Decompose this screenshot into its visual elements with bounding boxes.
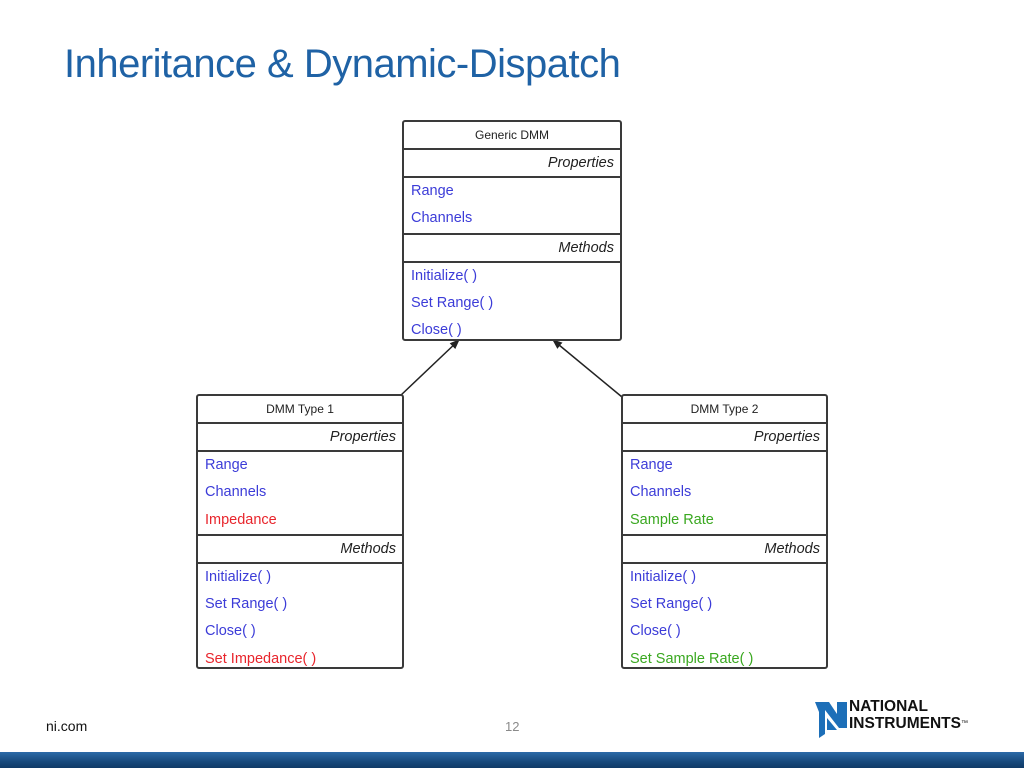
class-name: Generic DMM	[404, 122, 620, 150]
property-item: Channels	[411, 210, 473, 227]
properties-list: Range Channels Impedance	[198, 452, 402, 536]
properties-list: Range Channels Sample Rate	[623, 452, 826, 536]
method-item: Set Range( )	[205, 596, 288, 613]
class-name: DMM Type 2	[623, 396, 826, 424]
method-item: Close( )	[205, 623, 256, 640]
property-item: Range	[205, 457, 248, 473]
bottom-bar	[0, 752, 1024, 768]
property-item: Channels	[205, 484, 267, 501]
methods-list: Initialize( ) Set Range( ) Close( ) Set …	[623, 564, 826, 673]
methods-header: Methods	[198, 536, 402, 564]
methods-list: Initialize( ) Set Range( ) Close( )	[404, 263, 620, 345]
method-item: Set Range( )	[411, 294, 494, 311]
slide-title: Inheritance & Dynamic-Dispatch	[64, 42, 621, 86]
class-dmm-type-2: DMM Type 2 Properties Range Channels Sam…	[621, 394, 828, 669]
property-item: Range	[630, 457, 673, 473]
edge-type1-to-generic	[399, 339, 460, 397]
logo-wordmark: NATIONAL INSTRUMENTS™	[849, 698, 968, 732]
method-item: Close( )	[630, 623, 681, 640]
logo-line-2-wrap: INSTRUMENTS™	[849, 715, 968, 732]
method-item-added: Set Impedance( )	[205, 650, 317, 667]
method-item: Initialize( )	[205, 568, 272, 585]
properties-header: Properties	[623, 424, 826, 452]
logo-line-2: INSTRUMENTS	[849, 715, 961, 732]
class-generic-dmm: Generic DMM Properties Range Channels Me…	[402, 120, 622, 341]
edge-type2-to-generic	[552, 339, 623, 398]
methods-list: Initialize( ) Set Range( ) Close( ) Set …	[198, 564, 402, 673]
properties-list: Range Channels	[404, 178, 620, 235]
property-item: Channels	[630, 484, 692, 501]
eagle-logo-icon	[815, 702, 847, 738]
methods-header: Methods	[623, 536, 826, 564]
class-name: DMM Type 1	[198, 396, 402, 424]
methods-header: Methods	[404, 235, 620, 263]
page-number: 12	[505, 719, 520, 734]
method-item: Initialize( )	[630, 568, 697, 585]
trademark-mark: ™	[960, 720, 968, 727]
property-item-added: Impedance	[205, 511, 277, 528]
national-instruments-logo: NATIONAL INSTRUMENTS™	[815, 698, 985, 740]
properties-header: Properties	[404, 150, 620, 178]
method-item: Set Range( )	[630, 596, 713, 613]
property-item-added: Sample Rate	[630, 511, 714, 528]
method-item: Initialize( )	[411, 267, 478, 284]
logo-line-1: NATIONAL	[849, 698, 928, 715]
method-item: Close( )	[411, 322, 462, 339]
property-item: Range	[411, 183, 454, 199]
class-dmm-type-1: DMM Type 1 Properties Range Channels Imp…	[196, 394, 404, 669]
method-item-added: Set Sample Rate( )	[630, 650, 754, 667]
footer-url: ni.com	[46, 718, 88, 734]
properties-header: Properties	[198, 424, 402, 452]
